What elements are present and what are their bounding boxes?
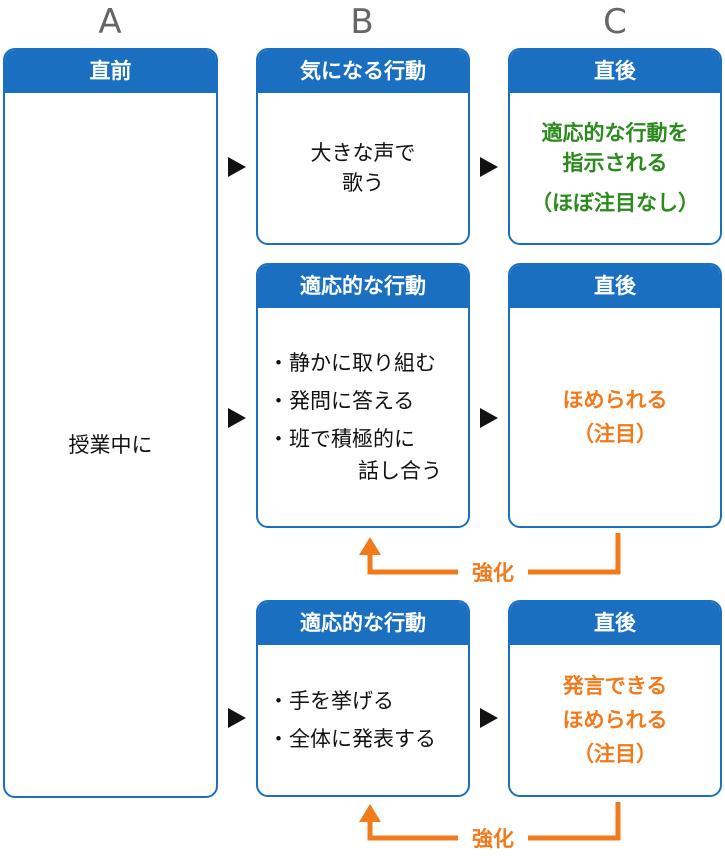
row2-behavior-bullet: ・班で積極的に	[268, 427, 415, 451]
reinforcement-label-row2: 強化	[458, 557, 528, 587]
row1-behavior-header: 気になる行動	[258, 50, 468, 93]
row1-after-line: （ほぼ注目なし）	[531, 191, 699, 215]
antecedent-body: 授業中に	[68, 432, 153, 457]
arrow-row3-to-after	[480, 708, 498, 728]
arrow-a-to-row1	[228, 157, 246, 177]
row2-behavior-bullet-continuation: 話し合う	[358, 459, 442, 483]
antecedent-box: 直前 授業中に	[3, 48, 218, 798]
row3-after-header: 直後	[510, 602, 720, 645]
row2-behavior-body: ・静かに取り組む ・発問に答える ・班で積極的に 話し合う	[258, 308, 468, 526]
row3-after-body: 発言できる ほめられる （注目）	[510, 645, 720, 795]
antecedent-header: 直前	[5, 50, 216, 93]
row2-after-box: 直後 ほめられる （注目）	[508, 263, 722, 528]
row1-behavior-body: 大きな声で 歌う	[258, 93, 468, 243]
reinforcement-arrowhead-row2	[359, 537, 381, 555]
row2-after-line: （注目）	[573, 422, 657, 446]
row3-after-box: 直後 発言できる ほめられる （注目）	[508, 600, 722, 797]
row1-after-header: 直後	[510, 50, 720, 93]
arrow-a-to-row3	[228, 708, 246, 728]
row3-after-line: ほめられる	[562, 708, 668, 732]
row3-behavior-bullet: ・手を挙げる	[268, 689, 394, 713]
row2-after-line: ほめられる	[562, 388, 668, 412]
row1-after-body: 適応的な行動を 指示される （ほぼ注目なし）	[510, 93, 720, 243]
row1-behavior-line: 歌う	[342, 171, 384, 195]
arrow-row1-to-after	[480, 157, 498, 177]
row2-behavior-bullet: ・発問に答える	[268, 389, 415, 413]
reinforcement-label-row3: 強化	[458, 823, 528, 853]
row2-behavior-box: 適応的な行動 ・静かに取り組む ・発問に答える ・班で積極的に 話し合う	[256, 263, 470, 528]
row3-after-line: 発言できる	[562, 674, 668, 698]
row3-behavior-box: 適応的な行動 ・手を挙げる ・全体に発表する	[256, 600, 470, 797]
column-letter-a: A	[98, 2, 122, 42]
reinforcement-arrowhead-row3	[359, 804, 381, 822]
row3-after-line: （注目）	[573, 742, 657, 766]
row2-after-body: ほめられる （注目）	[510, 308, 720, 526]
row1-after-line: 適応的な行動を	[541, 121, 689, 145]
row2-after-header: 直後	[510, 265, 720, 308]
arrow-a-to-row2	[228, 408, 246, 428]
arrow-row2-to-after	[480, 408, 498, 428]
row1-after-line: 指示される	[562, 151, 668, 175]
row2-behavior-bullet: ・静かに取り組む	[268, 351, 436, 375]
row3-behavior-bullet: ・全体に発表する	[268, 727, 436, 751]
row1-behavior-line: 大きな声で	[310, 141, 416, 165]
row3-behavior-body: ・手を挙げる ・全体に発表する	[258, 645, 468, 795]
row3-behavior-header: 適応的な行動	[258, 602, 468, 645]
row1-behavior-box: 気になる行動 大きな声で 歌う	[256, 48, 470, 245]
row2-behavior-header: 適応的な行動	[258, 265, 468, 308]
row1-after-box: 直後 適応的な行動を 指示される （ほぼ注目なし）	[508, 48, 722, 245]
column-letter-c: C	[603, 2, 627, 42]
column-letter-b: B	[350, 2, 374, 42]
